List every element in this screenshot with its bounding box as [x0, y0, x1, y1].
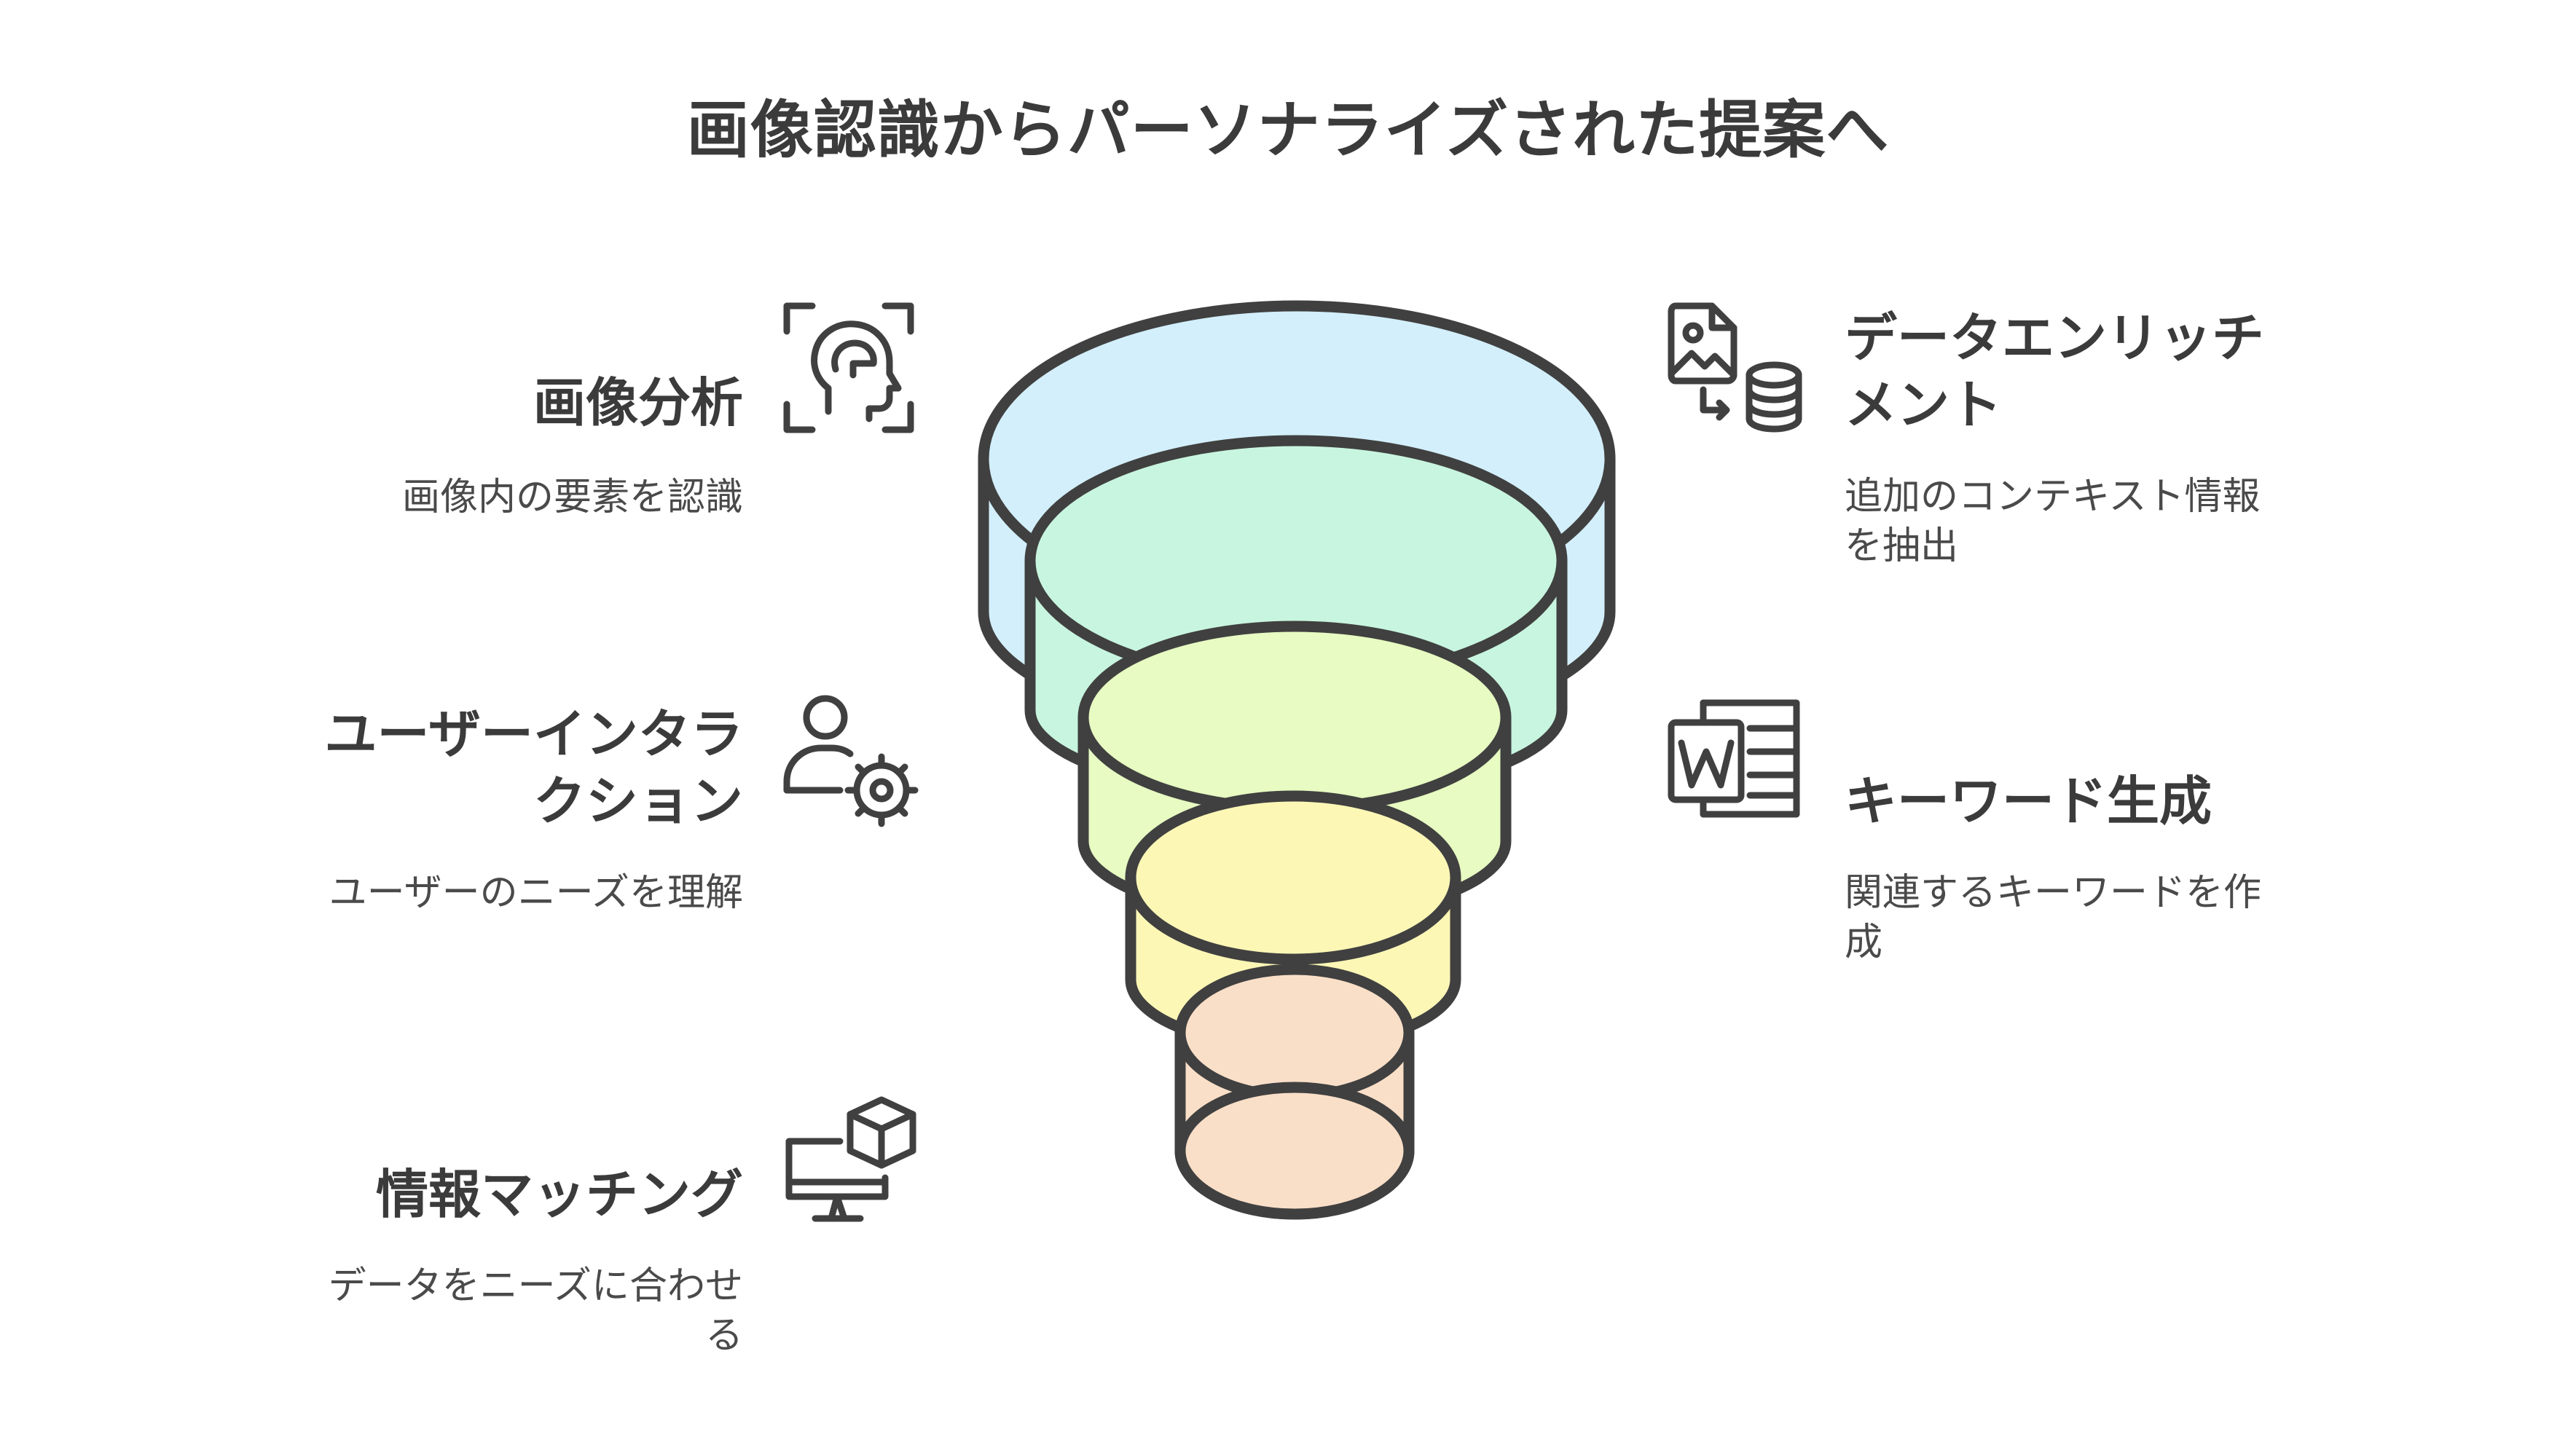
head-scan-icon: [783, 302, 914, 433]
image-to-database-icon: [1668, 302, 1802, 433]
item-information-matching: 情報マッチング データをニーズに合わせる: [291, 1161, 743, 1361]
monitor-cube-icon: [785, 1096, 916, 1222]
funnel-layer-4-top: [1125, 790, 1461, 965]
item-description: 追加のコンテキスト情報を抽出: [1845, 475, 2261, 568]
item-description: データをニーズに合わせる: [328, 1264, 743, 1358]
funnel-layer-5-bottom-rim: [1174, 1082, 1415, 1220]
item-description: 画像内の要素を認識: [401, 476, 743, 519]
item-description: 関連するキーワードを作成: [1845, 871, 2262, 964]
item-description: ユーザーのニーズを理解: [329, 871, 743, 915]
item-heading: ユーザーインタラクション: [324, 704, 743, 832]
funnel-layer-5: [1174, 964, 1415, 1220]
item-heading: 情報マッチング: [375, 1164, 743, 1225]
item-heading: キーワード生成: [1845, 771, 2212, 832]
page-title: 画像認識からパーソナライズされた提案へ: [686, 94, 1890, 167]
funnel-layer-3-top: [1077, 621, 1512, 814]
item-image-analysis: 画像分析 画像内の要素を認識: [291, 369, 743, 522]
item-data-enrichment: データエンリッチメント 追加のコンテキスト情報を抽出: [1845, 304, 2296, 571]
item-user-interaction: ユーザーインタラクション ユーザーのニーズを理解: [291, 701, 743, 918]
item-heading: 画像分析: [533, 372, 743, 433]
item-heading: データエンリッチメント: [1845, 307, 2265, 436]
word-document-icon: [1668, 699, 1800, 818]
funnel-layer-5-top: [1174, 964, 1415, 1102]
item-keyword-generation: キーワード生成 関連するキーワードを作成: [1845, 768, 2296, 967]
user-gear-icon: [783, 695, 919, 827]
